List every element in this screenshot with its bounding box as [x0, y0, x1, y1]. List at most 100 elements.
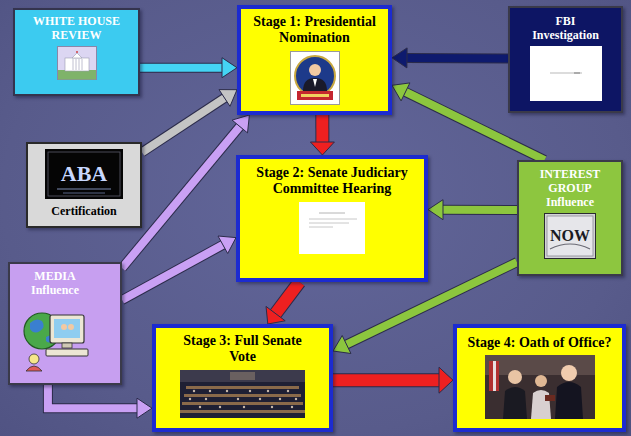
- illustration-part: [555, 382, 583, 419]
- illustration-part: [30, 319, 44, 332]
- illustration-part: [58, 70, 96, 80]
- illustration-part: [61, 324, 67, 330]
- illustration-part: [48, 152, 120, 196]
- document-picture: [530, 46, 602, 101]
- box-heading: MEDIA Influence: [16, 269, 94, 297]
- illustration-part: [303, 78, 327, 91]
- logo-letters: ABA: [61, 161, 107, 187]
- illustration-part: [180, 370, 305, 418]
- illustration-part: [72, 59, 73, 70]
- illustration-part: [530, 46, 602, 101]
- arrow-head: [137, 398, 152, 418]
- illustration-part: [309, 222, 349, 223]
- illustration-part: [26, 366, 42, 371]
- certification-box: ABA Certification: [26, 142, 142, 228]
- block-arrow: [333, 367, 453, 393]
- arrow-outline: [333, 373, 439, 387]
- block-arrow: [392, 48, 508, 68]
- illustration-part: [301, 94, 329, 97]
- arrow-outline: [142, 98, 225, 152]
- illustration-part: [81, 59, 82, 70]
- illustration-part: [574, 72, 580, 73]
- arrow-shaft: [333, 374, 439, 386]
- hearing-document: [299, 202, 365, 254]
- illustration-part: [243, 406, 245, 408]
- illustration-part: [78, 59, 79, 70]
- illustration-part: [57, 188, 111, 189]
- illustration-part: [20, 301, 90, 373]
- box-heading: INTEREST GROUP Influence: [531, 167, 609, 209]
- illustration-part: [209, 390, 211, 392]
- illustration-part: [485, 355, 595, 375]
- illustration-part: [226, 390, 228, 392]
- illustration-part: [182, 402, 303, 405]
- review-box: WHITE HOUSE REVIEW: [13, 8, 140, 96]
- president-seal: [290, 51, 340, 105]
- illustration-part: [309, 64, 321, 76]
- investigation-box: FBI Investigation: [508, 6, 623, 113]
- illustration-part: [249, 390, 251, 392]
- illustration-part: [313, 79, 317, 87]
- illustration-part: [68, 324, 74, 330]
- logo-label-slot: ABA: [45, 149, 123, 199]
- arrow-outline: [140, 63, 222, 73]
- illustration-part: [259, 398, 261, 400]
- arrow-head: [439, 367, 453, 393]
- arrow-outline: [407, 53, 508, 64]
- arrow-head: [333, 336, 351, 354]
- illustration-part: [530, 46, 602, 101]
- arrow-outline: [443, 205, 517, 215]
- aba-logo: ABA: [45, 149, 123, 199]
- illustration-part: [46, 349, 88, 356]
- illustration-part: [267, 390, 269, 392]
- illustration-part: [63, 193, 105, 194]
- illustration-part: [545, 395, 555, 401]
- block-arrow: [266, 282, 299, 324]
- illustration-part: [489, 361, 499, 391]
- illustration-part: [550, 244, 590, 249]
- illustration-part: [62, 343, 72, 348]
- illustration-part: [230, 372, 255, 380]
- arrow-outline: [48, 385, 137, 408]
- arrow-head: [392, 48, 407, 68]
- illustration-part: [180, 370, 305, 382]
- influence-box: INTEREST GROUP Influence NOW: [517, 160, 623, 276]
- box-heading: WHITE HOUSE REVIEW: [19, 14, 134, 42]
- illustration-part: [531, 390, 551, 419]
- arrow-head: [428, 200, 443, 220]
- arrow-shaft: [140, 64, 222, 72]
- illustration-part: [295, 398, 297, 400]
- illustration-part: [299, 202, 365, 254]
- arrow-head: [222, 58, 237, 78]
- arrow-head: [266, 306, 285, 324]
- illustration-part: [290, 51, 339, 104]
- logo-label-slot: NOW: [544, 213, 596, 259]
- illustration-part: [547, 216, 593, 256]
- illustration-part: [493, 361, 496, 391]
- stage-box: Stage 2: Senate Judiciary Committee Hear…: [236, 155, 428, 282]
- illustration-part: [65, 58, 89, 71]
- illustration-part: [297, 91, 333, 100]
- illustration-part: [279, 398, 281, 400]
- illustration-part: [309, 218, 357, 219]
- illustration-part: [205, 398, 207, 400]
- box-heading: Stage 2: Senate Judiciary Committee Hear…: [244, 165, 420, 198]
- illustration-part: [189, 390, 297, 408]
- now-logo: NOW: [544, 213, 596, 259]
- illustration-part: [72, 53, 82, 58]
- illustration-part: [29, 354, 39, 364]
- illustration-part: [50, 315, 84, 343]
- illustration-part: [503, 387, 527, 419]
- arrow-head: [232, 115, 249, 133]
- illustration-part: [319, 212, 345, 213]
- illustration-part: [184, 394, 301, 397]
- illustration-part: [271, 406, 273, 408]
- illustration-part: [199, 406, 201, 408]
- box-heading: FBI Investigation: [524, 14, 607, 42]
- block-arrow: [48, 385, 152, 418]
- arrow-outline: [122, 245, 223, 300]
- illustration-part: [485, 355, 595, 419]
- arrow-head: [218, 236, 236, 254]
